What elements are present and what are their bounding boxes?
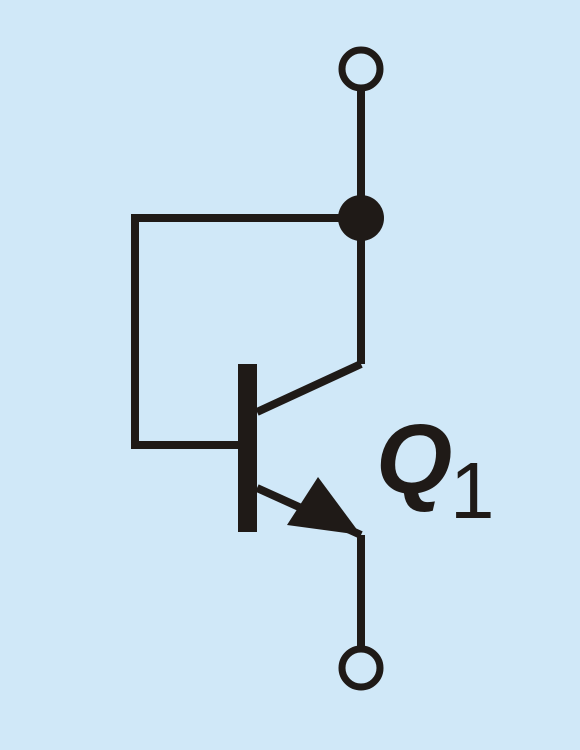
transistor-label-subscript: 1: [450, 446, 495, 535]
base-collector-short-wire: [131, 214, 361, 449]
transistor-label: Q: [376, 404, 452, 514]
collector-diagonal-wire: [255, 360, 363, 416]
bottom-terminal-circle: [338, 645, 384, 691]
emitter-arrow-icon: [287, 477, 361, 535]
base-bar: [238, 364, 257, 532]
